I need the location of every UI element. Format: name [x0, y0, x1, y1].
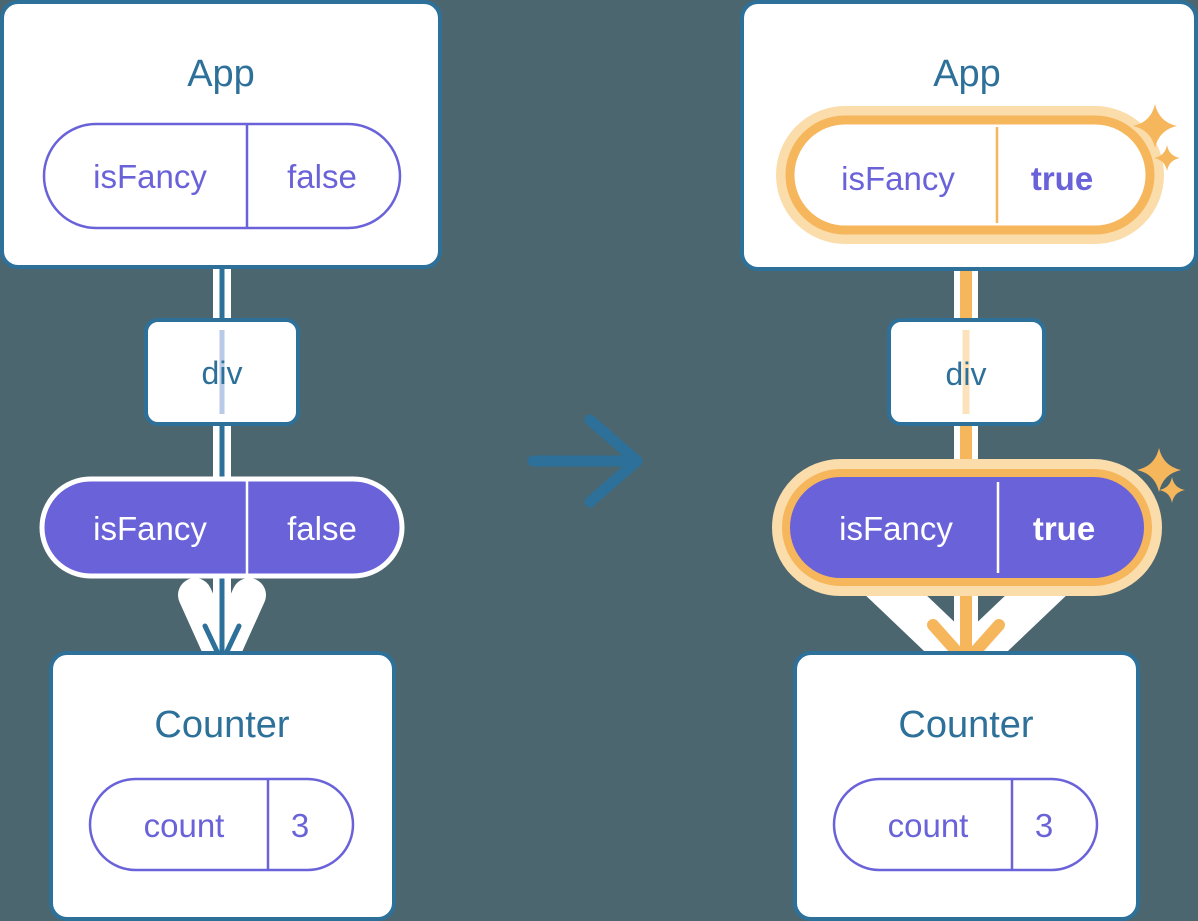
app-state-pill-value-before: false	[287, 158, 357, 195]
sparkle-large-app-icon	[1133, 104, 1177, 148]
sparkle-large-props-icon	[1137, 448, 1181, 492]
counter-state-pill-key-before: count	[144, 807, 225, 844]
div-node-after: div	[887, 318, 1046, 426]
props-pill-value-after: true	[1033, 510, 1095, 547]
counter-title-after: Counter	[898, 704, 1034, 746]
counter-card-before: Counter count 3	[49, 651, 396, 921]
connector-after	[859, 215, 1073, 683]
app-state-pill-key-after: isFancy	[841, 160, 955, 197]
props-pill-after: isFancy true	[772, 459, 1162, 596]
app-state-pill-value-after: true	[1031, 160, 1093, 197]
sparkle-small-props-icon	[1159, 477, 1185, 503]
div-label-after: div	[946, 356, 987, 392]
app-state-pill-before: isFancy false	[42, 122, 402, 230]
counter-card-after: Counter count 3	[793, 651, 1140, 921]
counter-state-pill-key-after: count	[888, 807, 969, 844]
props-pill-key-after: isFancy	[839, 510, 953, 547]
app-title-before: App	[187, 53, 255, 95]
counter-state-pill-after: count 3	[832, 777, 1099, 872]
div-label-before: div	[202, 355, 243, 391]
counter-state-pill-value-before: 3	[291, 807, 309, 844]
counter-state-pill-before: count 3	[88, 777, 355, 872]
props-pill-value-before: false	[287, 510, 357, 547]
app-state-pill-after: isFancy true	[776, 106, 1164, 244]
app-title-after: App	[933, 53, 1001, 95]
counter-state-pill-value-after: 3	[1035, 807, 1053, 844]
panel-after: App isFancy true div isFancy	[740, 0, 1198, 921]
props-pill-key-before: isFancy	[93, 510, 207, 547]
div-node-before: div	[144, 318, 300, 426]
props-pill-before: isFancy false	[39, 476, 405, 579]
transition-arrow-icon	[527, 414, 643, 508]
panel-before: App isFancy false div isFancy false	[0, 0, 442, 921]
app-state-pill-key-before: isFancy	[93, 158, 207, 195]
counter-title-before: Counter	[154, 704, 290, 746]
connector-before	[178, 215, 266, 672]
sparkle-small-app-icon	[1154, 145, 1180, 171]
